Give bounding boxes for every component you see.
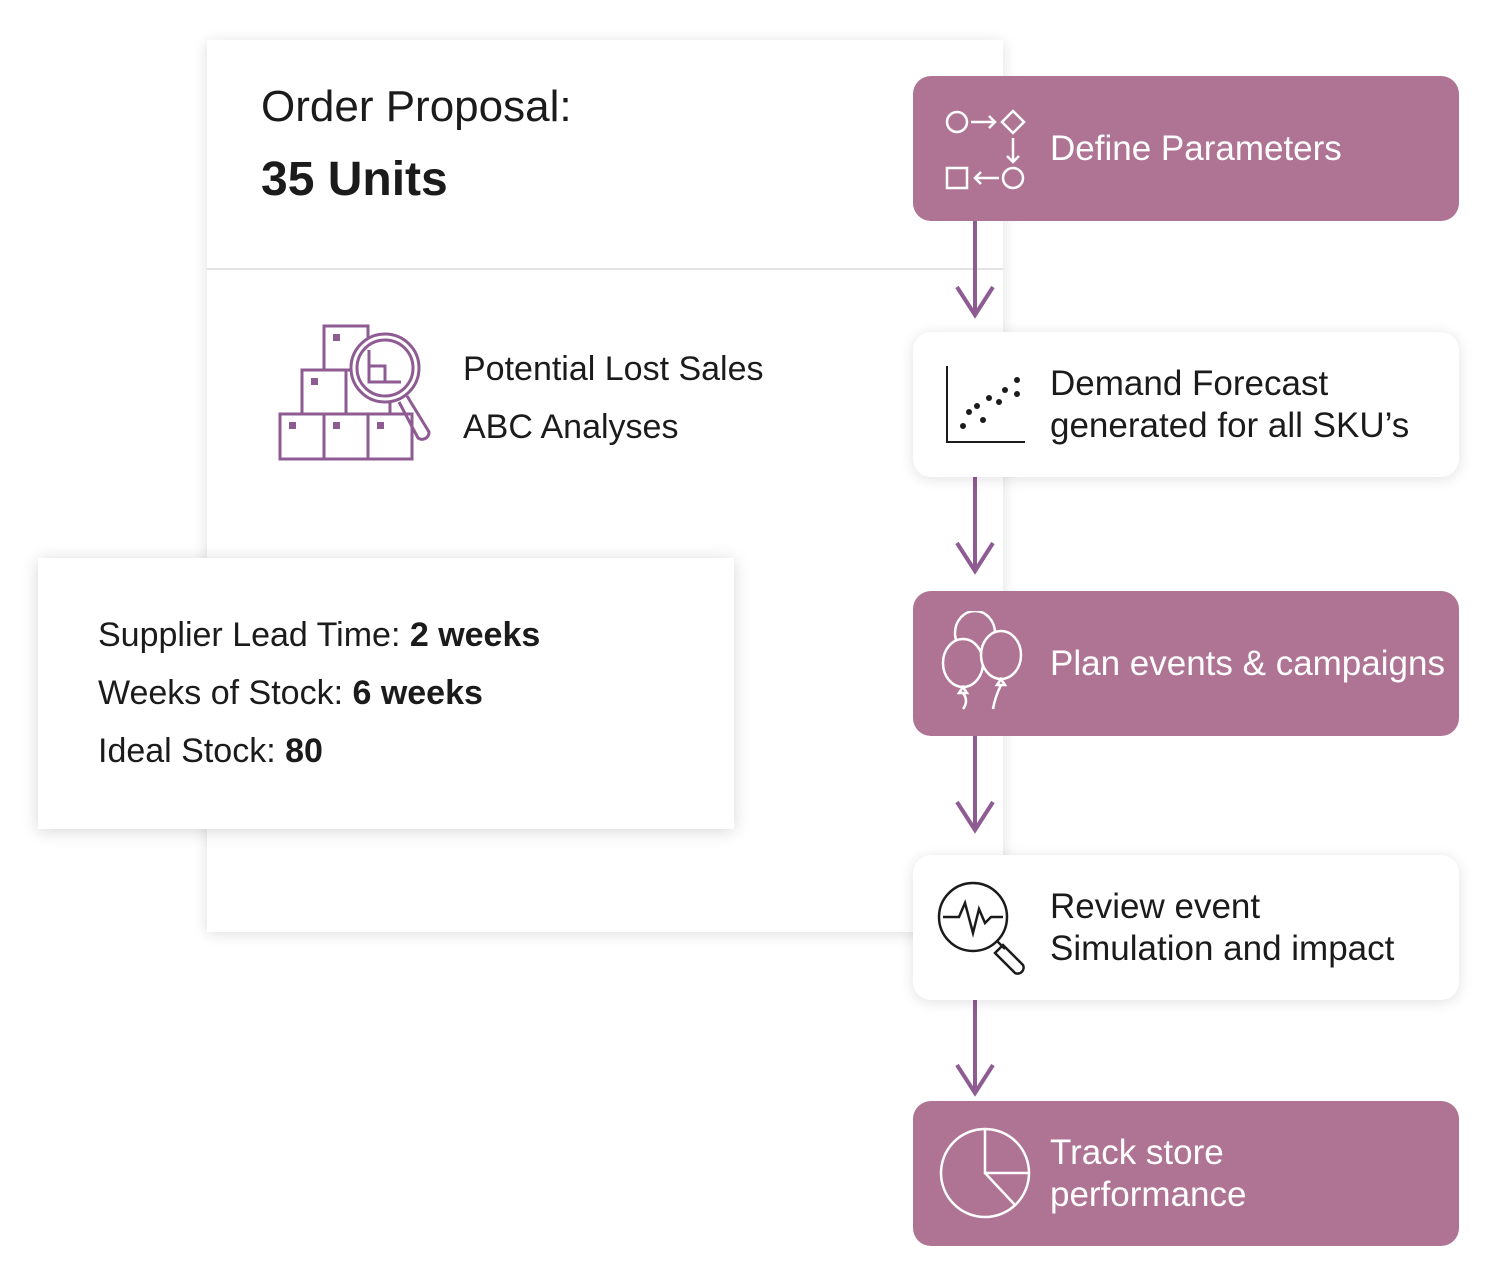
supplier-lead-time: Supplier Lead Time: 2 weeks	[98, 616, 540, 655]
step-demand-forecast: Demand Forecast generated for all SKU’s	[913, 332, 1459, 477]
step-label: Plan events & campaigns	[1050, 591, 1445, 736]
param-value: 2 weeks	[409, 616, 541, 654]
step-label: Demand Forecast generated for all SKU’s	[1050, 332, 1409, 477]
step-label: Track store performance	[1050, 1101, 1246, 1246]
param-value: 6 weeks	[352, 674, 483, 712]
arrow-down-icon	[955, 477, 995, 575]
order-proposal-value: 35 Units	[261, 153, 448, 206]
order-proposal-title: Order Proposal:	[261, 82, 572, 131]
stock-parameters-card: Supplier Lead Time: 2 weeks Weeks of Sto…	[38, 558, 734, 829]
step-label-line: Define Parameters	[1050, 128, 1342, 168]
step-label-line: generated for all SKU’s	[1050, 405, 1410, 445]
scatter-plot-icon	[946, 366, 1025, 443]
step-label-line: Review event	[1050, 886, 1261, 926]
weeks-of-stock: Weeks of Stock: 6 weeks	[98, 674, 483, 713]
step-label-line: Simulation and impact	[1050, 928, 1395, 968]
param-label: Supplier Lead Time:	[98, 616, 410, 654]
arrow-down-icon	[955, 221, 995, 319]
param-label: Ideal Stock:	[98, 732, 286, 770]
boxes-magnifier-icon	[278, 324, 431, 461]
arrow-down-icon	[955, 999, 995, 1097]
workflow-icon	[945, 109, 1026, 190]
arrow-down-icon	[955, 736, 995, 834]
pulse-magnifier-icon	[937, 881, 1025, 975]
pie-chart-icon	[939, 1127, 1031, 1219]
step-define-parameters: Define Parameters	[913, 76, 1459, 221]
step-label: Define Parameters	[1050, 76, 1342, 221]
divider	[207, 268, 1003, 270]
step-label-line: Plan events & campaigns	[1050, 643, 1445, 683]
balloons-icon	[941, 611, 1023, 710]
step-label: Review event Simulation and impact	[1050, 855, 1394, 1000]
ideal-stock: Ideal Stock: 80	[98, 732, 323, 771]
step-plan-events: Plan events & campaigns	[913, 591, 1459, 736]
param-label: Weeks of Stock:	[98, 674, 353, 712]
step-label-line: Track store	[1050, 1132, 1224, 1172]
step-track-performance: Track store performance	[913, 1101, 1459, 1246]
analysis-lost-sales: Potential Lost Sales	[463, 350, 764, 388]
step-label-line: Demand Forecast	[1050, 363, 1329, 403]
param-value: 80	[285, 732, 323, 770]
step-review-event: Review event Simulation and impact	[913, 855, 1459, 1000]
step-label-line: performance	[1050, 1174, 1247, 1214]
analysis-abc: ABC Analyses	[463, 408, 679, 446]
